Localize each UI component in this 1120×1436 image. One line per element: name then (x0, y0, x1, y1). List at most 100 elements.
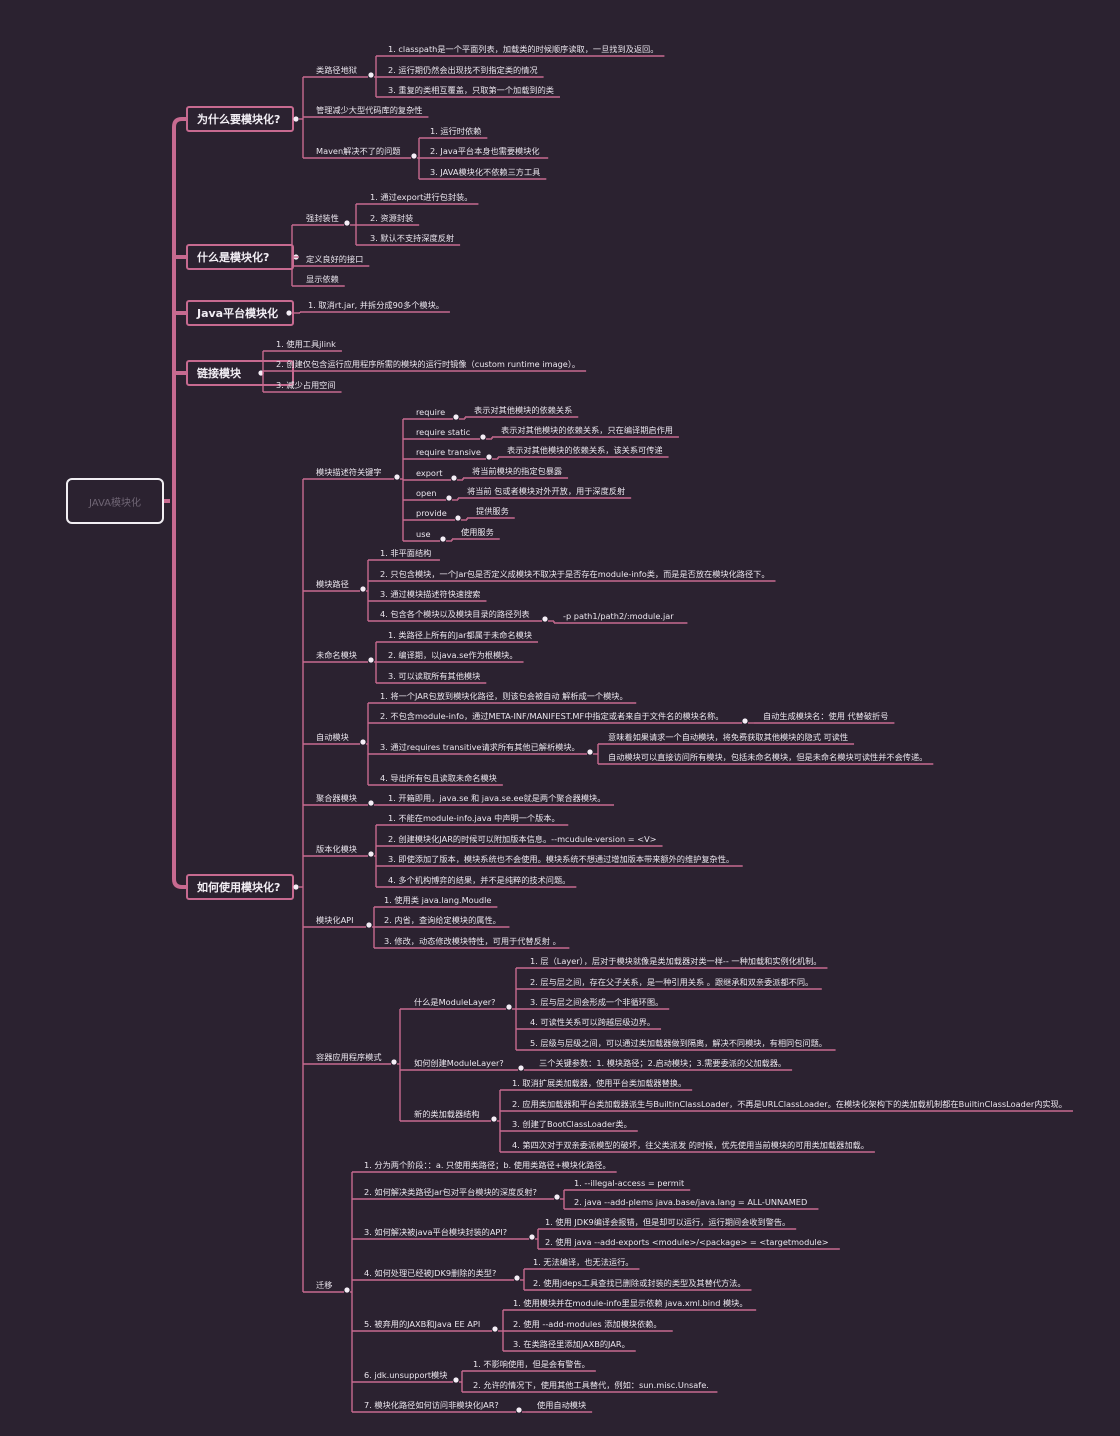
node-label[interactable]: 2. 允许的情况下，使用其他工具替代，例如：sun.misc.Unsafe. (473, 1380, 709, 1390)
node-classpath-hell[interactable]: 类路径地狱 (316, 65, 357, 75)
node-dot[interactable] (391, 1059, 397, 1065)
node-unnamed-module[interactable]: 未命名模块 (316, 650, 357, 660)
node-label[interactable]: use (416, 529, 431, 539)
node-custom-runtime[interactable]: 2. 创建仅包含运行应用程序所需的模块的运行时镜像（custom runtime… (276, 359, 580, 369)
node-label[interactable]: 2. 应用类加载器和平台类加载器派生与BuiltinClassLoader，不再… (512, 1099, 1067, 1109)
node-label[interactable]: 4. 导出所有包且读取未命名模块 (380, 773, 497, 783)
node-dot[interactable] (344, 1287, 350, 1293)
node-why-modular[interactable]: 为什么要模块化? (186, 106, 294, 132)
node-dot[interactable] (453, 1377, 459, 1383)
node-label[interactable]: 3. 创建了BootClassLoader类。 (512, 1119, 632, 1129)
node-label[interactable]: 1. 无法编译，也无法运行。 (533, 1257, 633, 1267)
node-label[interactable]: 表示对其他模块的依赖关系，只在编译期启作用 (501, 425, 673, 435)
node-label[interactable]: 1. 通过export进行包封装。 (370, 192, 472, 202)
node-versioned-module[interactable]: 版本化模块 (316, 844, 357, 854)
node-explicit-deps[interactable]: 显示依赖 (306, 274, 339, 284)
node-label[interactable]: 5. 层级与层级之间，可以通过类加载器做到隔离，解决不同模块，有相同包问题。 (530, 1038, 827, 1048)
node-label[interactable]: 5. 被弃用的JAXB和Java EE API (364, 1319, 480, 1329)
node-label[interactable]: 4. 可读性关系可以跨越层级边界。 (530, 1017, 655, 1027)
node-label[interactable]: 2. 层与层之间，存在父子关系，是一种引用关系 。跟继承和双亲委派都不同。 (530, 977, 813, 987)
node-label[interactable]: 1. 将一个JAR包放到模块化路径，则该包会被自动 解析成一个模块。 (380, 691, 628, 701)
node-label[interactable]: 2. 如何解决类路径Jar包对平台模块的深度反射? (364, 1187, 537, 1197)
node-dot[interactable] (440, 536, 446, 542)
node-dot[interactable] (742, 718, 748, 724)
section-dot[interactable] (286, 310, 292, 316)
node-maven-issues[interactable]: Maven解决不了的问题 (316, 146, 400, 156)
node-strong-encapsulation[interactable]: 强封装性 (306, 213, 339, 223)
node-label[interactable]: 3. 可以读取所有其他模块 (388, 671, 480, 681)
node-label[interactable]: 1. 开箱即用，java.se 和 java.se.ee就是两个聚合器模块。 (388, 793, 605, 803)
node-label[interactable]: 1. 取消扩展类加载器，使用平台类加载器替换。 (512, 1078, 686, 1088)
node-label[interactable]: 使用自动模块 (537, 1400, 586, 1410)
node-label[interactable]: 2. 只包含模块，一个Jar包是否定义成模块不取决于是否存在module-inf… (380, 569, 770, 579)
node-label[interactable]: export (416, 468, 443, 478)
node-label[interactable]: 2. 运行期仍然会出现找不到指定类的情况 (388, 65, 538, 75)
section-dot[interactable] (293, 116, 299, 122)
node-label[interactable]: 1. --illegal-access = permit (574, 1178, 685, 1188)
node-jlink[interactable]: 1. 使用工具jlink (276, 339, 336, 349)
node-label[interactable]: 2. 使用 --add-modules 添加模块依赖。 (513, 1319, 662, 1329)
node-label[interactable]: 4. 多个机构博弈的结果，并不是纯粹的技术问题。 (388, 875, 570, 885)
node-descriptor-keywords[interactable]: 模块描述符关键字 (316, 467, 382, 477)
node-dot[interactable] (360, 586, 366, 592)
node-label[interactable]: 自动生成模块名：使用 代替破折号 (763, 711, 888, 721)
node-label[interactable]: 2. 资源封装 (370, 213, 413, 223)
node-label[interactable]: 3. 默认不支持深度反射 (370, 233, 454, 243)
node-migration[interactable]: 迁移 (316, 1280, 332, 1290)
node-label[interactable]: 意味着如果请求一个自动模块，将免费获取其他模块的隐式 可读性 (608, 732, 848, 742)
node-dot[interactable] (529, 1234, 535, 1240)
node-label[interactable]: 表示对其他模块的依赖关系，该关系可传递 (507, 445, 663, 455)
root-node[interactable]: JAVA模块化 (66, 478, 164, 524)
node-label[interactable]: 1. 非平面结构 (380, 548, 431, 558)
node-label[interactable]: 1. 不能在module-info.java 中声明一个版本。 (388, 813, 560, 823)
node-label[interactable]: 3. 即使添加了版本，模块系统也不会使用。模块系统不想通过增加版本带来额外的维护… (388, 854, 734, 864)
node-dot[interactable] (451, 475, 457, 481)
node-dot[interactable] (368, 657, 374, 663)
node-label[interactable]: 3. 如何解决被java平台模块封装的API? (364, 1227, 507, 1237)
node-label[interactable]: 将当前 包或者模块对外开放，用于深度反射 (467, 486, 625, 496)
node-dot[interactable] (446, 495, 452, 501)
node-label[interactable]: 三个关键参数：1. 模块路径；2.启动模块；3.需要委派的父加载器。 (539, 1058, 786, 1068)
node-label[interactable]: 3. 在类路径里添加JAXB的JAR。 (513, 1339, 630, 1349)
node-label[interactable]: 3. 修改，动态修改模块特性，可用于代替反射 。 (384, 936, 561, 946)
node-label[interactable]: 2. 编译期，以java.se作为根模块。 (388, 650, 518, 660)
node-reduce-complexity[interactable]: 管理减少大型代码库的复杂性 (316, 105, 422, 115)
node-dot[interactable] (542, 616, 548, 622)
node-label[interactable]: 2. 使用 java --add-exports <module>/<packa… (545, 1237, 829, 1247)
node-label[interactable]: 1. 分为两个阶段：：a. 只使用类路径；b. 使用类路径+模块化路径。 (364, 1160, 611, 1170)
node-label[interactable]: provide (416, 508, 447, 518)
node-label[interactable]: 2. 创建模块化JAR的时候可以附加版本信息。--mcudule-version… (388, 834, 657, 844)
node-label[interactable]: -p path1/path2/:module.jar (563, 611, 674, 621)
node-dot[interactable] (368, 851, 374, 857)
node-dot[interactable] (394, 474, 400, 480)
node-dot[interactable] (518, 1065, 524, 1071)
node-label[interactable]: 表示对其他模块的依赖关系 (474, 405, 572, 415)
node-dot[interactable] (360, 739, 366, 745)
node-label[interactable]: 3. JAVA模块化不依赖三方工具 (430, 167, 540, 177)
node-dot[interactable] (516, 1407, 522, 1413)
node-label[interactable]: 3. 通过requires transitive请求所有其他已解析模块。 (380, 742, 580, 752)
node-label[interactable]: 4. 包含各个模块以及模块目录的路径列表 (380, 609, 530, 619)
node-label[interactable]: 6. jdk.unsupport模块 (364, 1370, 447, 1380)
node-label[interactable]: require (416, 407, 445, 417)
node-label[interactable]: 2. 内省，查询给定模块的属性。 (384, 915, 501, 925)
node-module-api[interactable]: 模块化API (316, 915, 354, 925)
node-aggregator-module[interactable]: 聚合器模块 (316, 793, 357, 803)
node-label[interactable]: 1. 使用 JDK9编译会报错，但是却可以运行，运行期间会收到警告。 (545, 1217, 790, 1227)
node-label[interactable]: 7. 模块化路径如何访问非模块化JAR? (364, 1400, 499, 1410)
node-module-path[interactable]: 模块路径 (316, 579, 349, 589)
node-label[interactable]: 1. 使用模块并在module-info里显示依赖 java.xml.bind … (513, 1298, 748, 1308)
node-label[interactable]: 新的类加载器结构 (414, 1109, 480, 1119)
node-label[interactable]: 1. 使用类 java.lang.Moudle (384, 895, 491, 905)
node-label[interactable]: 4. 如何处理已经被JDK9删除的类型? (364, 1268, 496, 1278)
node-dot[interactable] (492, 1326, 498, 1332)
node-remove-rt-jar[interactable]: 1. 取消rt.jar, 并拆分成90多个模块。 (308, 300, 444, 310)
node-dot[interactable] (455, 515, 461, 521)
node-label[interactable]: 1. 类路径上所有的Jar都属于未命名模块 (388, 630, 532, 640)
node-dot[interactable] (366, 922, 372, 928)
node-dot[interactable] (411, 153, 417, 159)
node-label[interactable]: 如何创建ModuleLayer? (414, 1058, 504, 1068)
node-label[interactable]: require transive (416, 447, 481, 457)
node-label[interactable]: 1. 运行时依赖 (430, 126, 481, 136)
node-automatic-module[interactable]: 自动模块 (316, 732, 349, 742)
